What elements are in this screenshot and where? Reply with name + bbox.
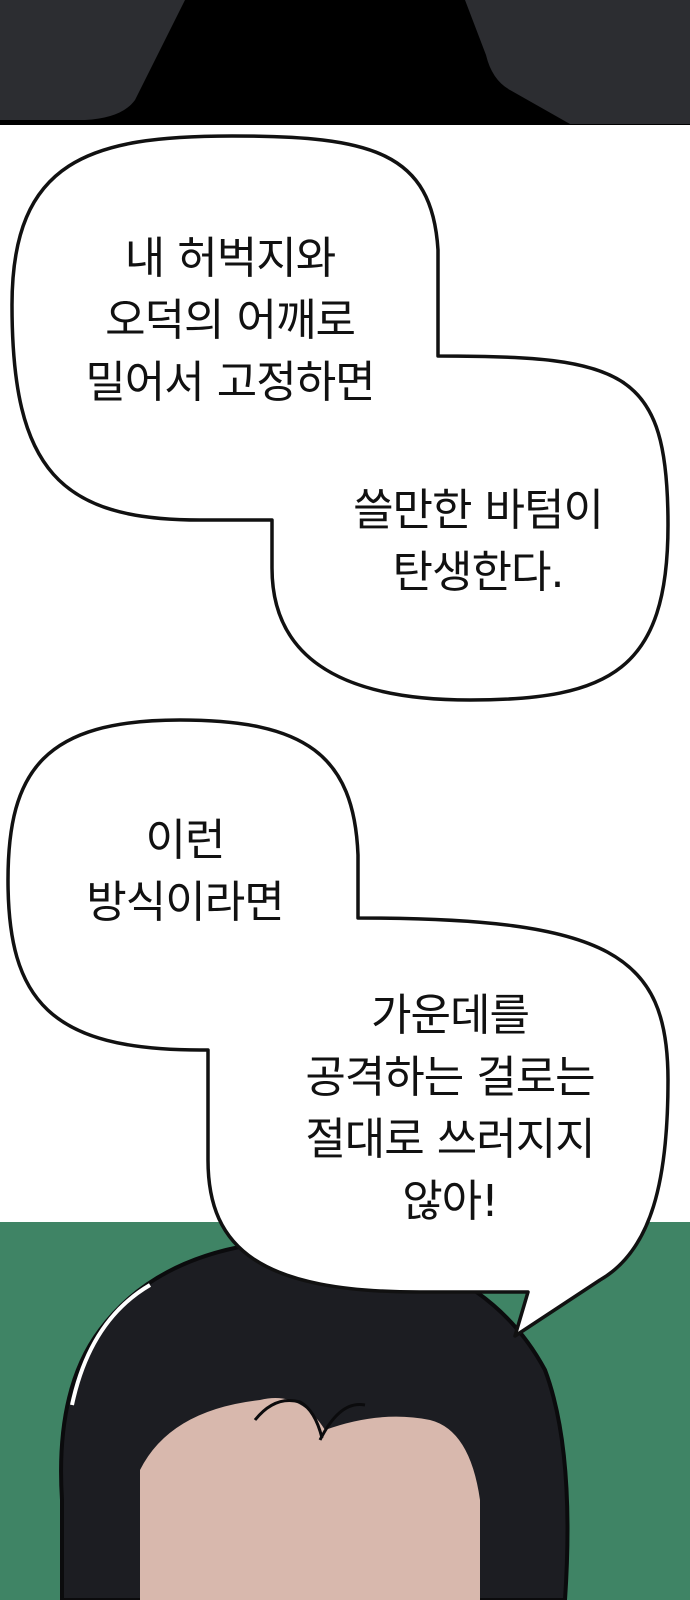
speech-bubble-2 [6, 718, 670, 1338]
character-hair-highlight [70, 1283, 152, 1406]
bubble-1-line-5: 탄생한다. [392, 547, 565, 598]
bubble-2-line-1: 이런 [145, 815, 226, 866]
top-panel [0, 0, 690, 125]
bubble-1-text-upper: 내 허벅지와 오덕의 어깨로 밀어서 고정하면 [40, 228, 420, 414]
bubble-1-line-2: 오덕의 어깨로 [105, 295, 356, 346]
bubble-2-line-6: 않아! [402, 1176, 499, 1227]
character-hair-strand-left [253, 1399, 324, 1439]
character-forehead [140, 1398, 480, 1600]
bubble-2-line-2: 방식이라면 [86, 877, 284, 928]
character-hair-strand-right [318, 1402, 366, 1441]
top-panel-left-shape [0, 0, 185, 120]
bubble-2-line-3: 가운데를 [371, 990, 530, 1041]
speech-bubble-1 [10, 134, 670, 702]
bubble-2-line-5: 절대로 쓰러지지 [305, 1114, 595, 1165]
bubble-1-line-1: 내 허벅지와 [124, 233, 336, 284]
bubble-1-line-3: 밀어서 고정하면 [85, 357, 375, 408]
top-panel-right-shape [465, 0, 690, 124]
bubble-2-text-upper: 이런 방식이라면 [30, 810, 340, 934]
bubble-2-text-lower: 가운데를 공격하는 걸로는 절대로 쓰러지지 않아! [250, 985, 650, 1233]
bubble-1-text-lower: 쓸만한 바텀이 탄생한다. [308, 480, 648, 604]
bubble-1-line-4: 쓸만한 바텀이 [353, 485, 604, 536]
bubble-2-line-4: 공격하는 걸로는 [305, 1052, 595, 1103]
